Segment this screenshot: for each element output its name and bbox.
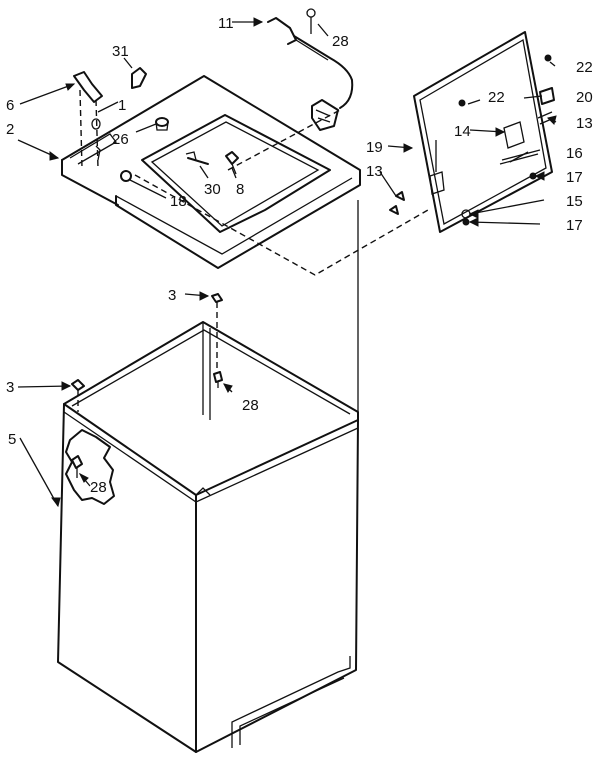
bracket-6 (73, 71, 103, 169)
clip-3-left (71, 379, 85, 412)
lid-panel (413, 31, 553, 233)
lid-small-parts (389, 54, 555, 226)
callout-26: 26 (112, 131, 129, 148)
callout-13-right: 13 (576, 115, 593, 132)
callout-6: 6 (6, 97, 14, 114)
cutaway (65, 429, 115, 505)
callout-13-left: 13 (366, 163, 383, 180)
callouts: 11 28 31 6 1 2 26 30 8 18 22 20 22 13 14… (6, 15, 593, 496)
callout-28-top: 28 (332, 33, 349, 50)
callout-20: 20 (576, 89, 593, 106)
callout-19: 19 (366, 139, 383, 156)
callout-31: 31 (112, 43, 129, 60)
callout-16: 16 (566, 145, 583, 162)
callout-17-top: 17 (566, 169, 583, 186)
clip-1 (91, 118, 101, 130)
knob-26 (155, 117, 169, 131)
callout-3-left: 3 (6, 379, 14, 396)
arrowheads (49, 17, 557, 508)
callout-28-bottom: 28 (90, 479, 107, 496)
leader-lines (17, 21, 557, 507)
bracket-31 (131, 67, 147, 89)
callout-15: 15 (566, 193, 583, 210)
callout-17-bottom: 17 (566, 217, 583, 234)
callout-18: 18 (170, 193, 187, 210)
callout-22-inner: 22 (488, 89, 505, 106)
callout-5: 5 (8, 431, 16, 448)
callout-8: 8 (236, 181, 244, 198)
callout-1: 1 (118, 97, 126, 114)
callout-11: 11 (218, 15, 234, 32)
pin-30 (185, 151, 209, 165)
hinge-18 (120, 170, 132, 182)
callout-22-right: 22 (576, 59, 593, 76)
callout-28-mid: 28 (242, 397, 259, 414)
screw-28-bottom (71, 455, 83, 478)
cabinet (57, 200, 359, 753)
callout-30: 30 (204, 181, 221, 198)
callout-14: 14 (454, 123, 471, 140)
callout-3-top: 3 (168, 287, 176, 304)
clip-3-top (211, 293, 223, 388)
screw-8 (225, 151, 239, 175)
screw-28-top (306, 8, 316, 34)
wire-harness (267, 17, 354, 131)
top-assembly (61, 75, 429, 276)
callout-2: 2 (6, 121, 14, 138)
